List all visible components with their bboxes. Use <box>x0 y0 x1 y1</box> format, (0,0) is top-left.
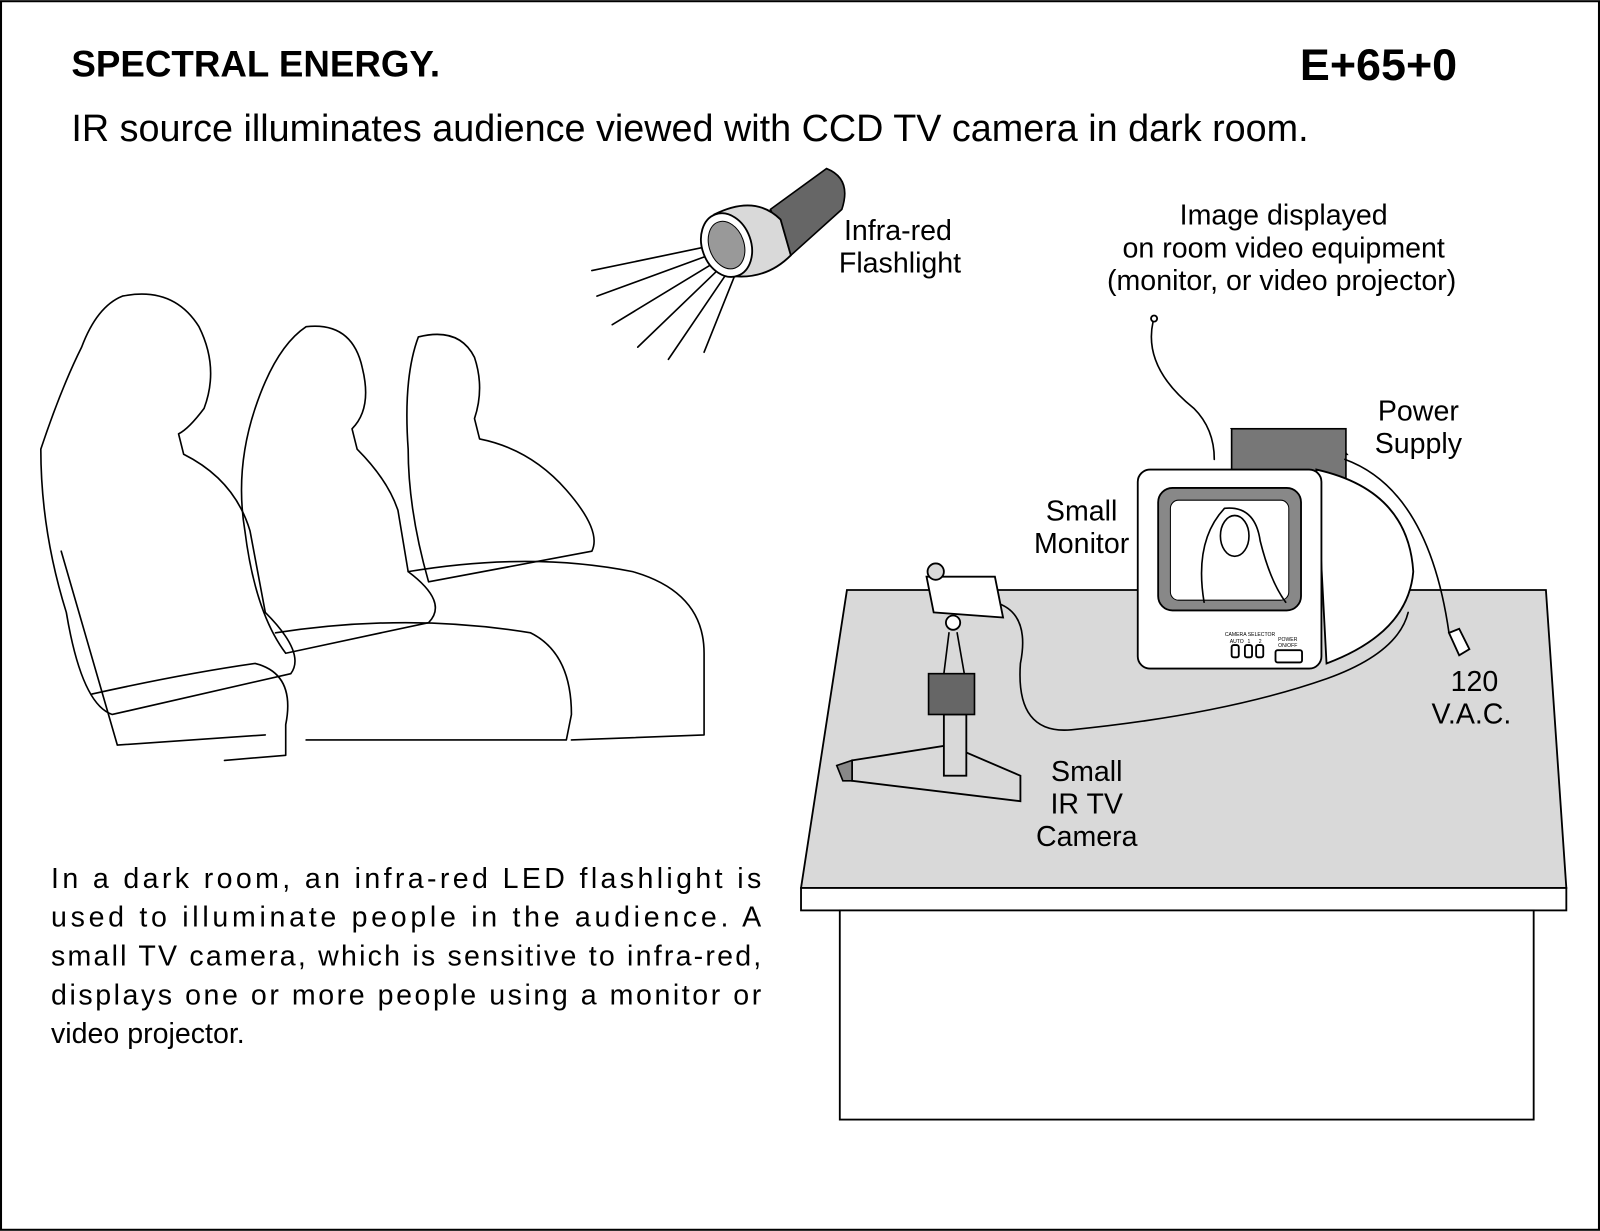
power-button[interactable] <box>1274 649 1303 664</box>
camera-illustration <box>835 562 1409 803</box>
selector-1-button[interactable] <box>1243 644 1253 659</box>
selector-option-1: 1 <box>1248 639 1251 645</box>
audience-illustration <box>40 293 705 762</box>
display-label-1: Image displayed <box>1180 200 1388 232</box>
title: SPECTRAL ENERGY. <box>71 44 440 85</box>
selector-2-button[interactable] <box>1255 644 1265 659</box>
description-line: used to illuminate people in the audienc… <box>51 902 761 934</box>
camera-label-1: Small <box>1051 756 1122 788</box>
power-supply-label-1: Power <box>1378 396 1459 428</box>
outlet-label-2: V.A.C. <box>1431 699 1511 731</box>
flashlight-label-2: Flashlight <box>839 248 961 280</box>
display-label-3: (monitor, or video projector) <box>1107 265 1456 297</box>
description-line: video projector. <box>51 1018 245 1050</box>
outlet-label-1: 120 <box>1451 666 1499 698</box>
selector-option-auto: AUTO <box>1230 639 1244 645</box>
description-line: small TV camera, which is sensitive to i… <box>51 941 761 973</box>
display-label-2: on room video equipment <box>1123 232 1445 264</box>
camera-selector-label: CAMERA SELECTOR <box>1225 632 1276 638</box>
subtitle: IR source illuminates audience viewed wi… <box>71 107 1308 149</box>
plug-icon <box>1447 627 1471 657</box>
table-illustration <box>799 589 1568 1121</box>
power-label-2: ON/OFF <box>1278 643 1297 649</box>
flashlight-label-1: Infra-red <box>844 215 952 247</box>
monitor-illustration: CAMERA SELECTOR AUTO 1 2 POWER ON/OFF <box>1136 468 1415 670</box>
flashlight-illustration <box>591 167 846 361</box>
monitor-label-2: Monitor <box>1034 528 1130 560</box>
camera-label-3: Camera <box>1036 821 1138 853</box>
description-line: displays one or more people using a moni… <box>51 979 762 1011</box>
selector-option-2: 2 <box>1259 639 1262 645</box>
power-supply-label-2: Supply <box>1375 428 1463 460</box>
leader-line <box>1150 320 1216 461</box>
selector-auto-button[interactable] <box>1230 644 1240 659</box>
code: E+65+0 <box>1300 39 1457 90</box>
power-label: POWER <box>1278 637 1298 643</box>
monitor-label-1: Small <box>1046 496 1117 528</box>
camera-label-2: IR TV <box>1050 788 1122 820</box>
